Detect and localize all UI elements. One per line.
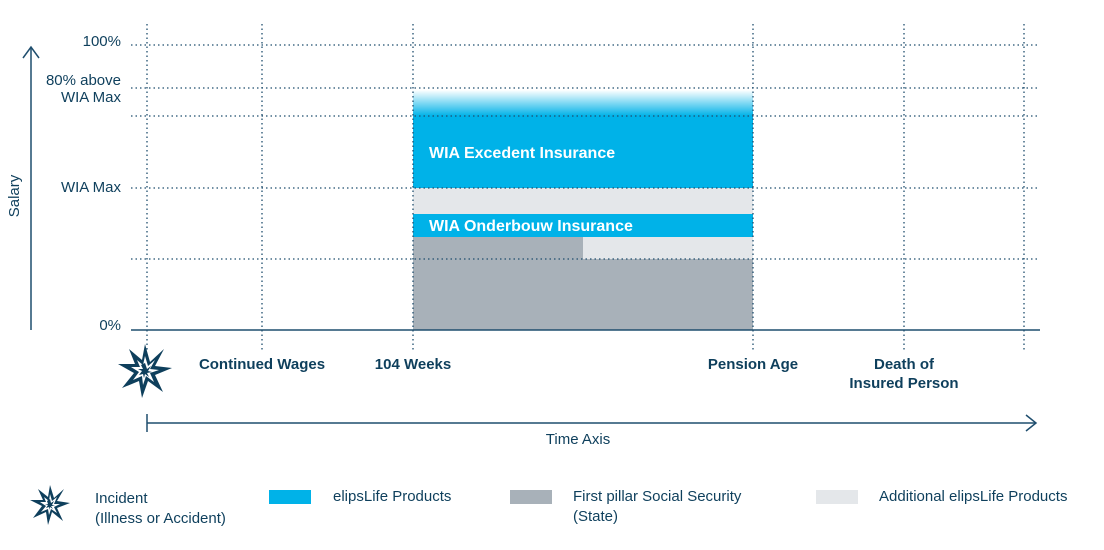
social-security-area-upper <box>413 237 583 259</box>
additional-products-area-upper <box>413 188 753 214</box>
legend-additional-label: Additional elipsLife Products <box>879 488 1068 505</box>
excedent-insurance-bar <box>413 116 753 188</box>
y-label-0: 0% <box>99 317 121 334</box>
legend-incident-line2: (Illness or Accident) <box>95 510 226 527</box>
milestone-104-weeks: 104 Weeks <box>375 356 451 373</box>
milestone-death-line1: Death of <box>874 356 935 373</box>
legend-elipslife-label: elipsLife Products <box>333 488 452 505</box>
excedent-insurance-label: WIA Excedent Insurance <box>429 145 615 162</box>
legend-starburst-icon <box>30 485 70 525</box>
time-axis-title: Time Axis <box>546 431 610 448</box>
legend-first-pillar: First pillar Social Security (State) <box>573 487 741 527</box>
salary-axis-arrow <box>22 45 40 330</box>
y-label-100: 100% <box>83 33 121 50</box>
salary-axis-title: Salary <box>6 174 23 217</box>
social-security-area-lower <box>413 259 753 330</box>
legend-additional-swatch <box>816 490 858 504</box>
y-label-wia-max: WIA Max <box>61 179 122 196</box>
legend-first-pillar-swatch <box>510 490 552 504</box>
excedent-insurance-fade <box>413 90 753 116</box>
onderbouw-insurance-label: WIA Onderbouw Insurance <box>429 218 633 235</box>
onderbouw-insurance-bar <box>413 214 753 237</box>
time-axis-arrow <box>146 414 1038 432</box>
legend-incident-line1: Incident <box>95 490 148 507</box>
legend-elipslife-swatch <box>269 490 311 504</box>
y-label-80-above-line2: WIA Max <box>61 89 122 106</box>
legend-first-pillar-line2: (State) <box>573 508 619 525</box>
legend-incident: Incident (Illness or Accident) <box>95 489 226 529</box>
additional-products-area-lower <box>583 237 753 259</box>
milestone-continued-wages: Continued Wages <box>199 356 325 373</box>
horizontal-gridlines <box>131 44 1040 260</box>
vertical-gridlines <box>146 24 1025 350</box>
milestone-death-line2: Insured Person <box>849 375 958 392</box>
milestone-pension-age: Pension Age <box>708 356 798 373</box>
y-label-80-above-line1: 80% above <box>46 72 121 89</box>
legend-first-pillar-line1: First pillar Social Security <box>573 488 742 505</box>
starburst-icon <box>118 344 172 398</box>
